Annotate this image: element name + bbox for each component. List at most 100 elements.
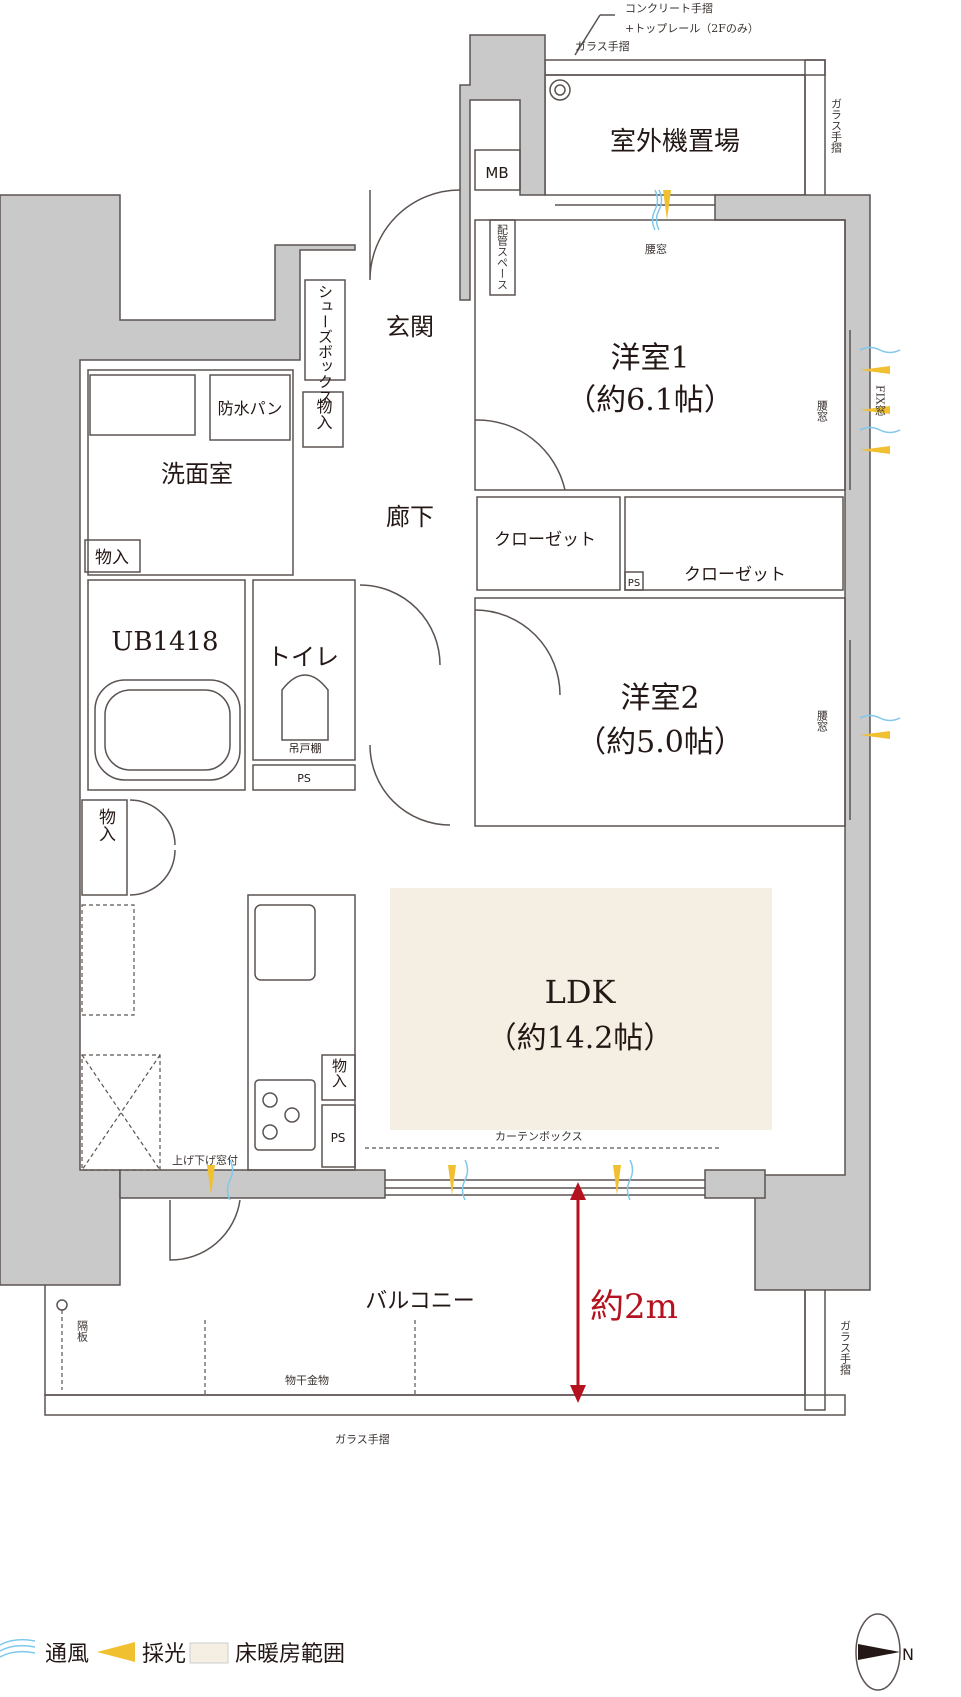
ps-kitchen [321, 1104, 356, 1168]
burner-icon [262, 1092, 278, 1108]
ldk-door[interactable] [369, 744, 451, 826]
balcony-label: バルコニー [365, 1289, 475, 1314]
stove-icon [254, 1079, 316, 1151]
partition-hinge [56, 1299, 68, 1311]
legend: 通風 採光 床暖房範囲 N [0, 1613, 914, 1691]
closet-b [624, 496, 844, 591]
western2-name: 洋室2 [620, 681, 699, 716]
storage-kitchen-label: 物入 [330, 1058, 348, 1088]
storage-hall [81, 799, 128, 896]
outdoor-rail-right [804, 59, 826, 211]
entrance-door[interactable] [369, 189, 461, 281]
toilet-label: トイレ [267, 643, 339, 671]
closet-b-label: クローゼット [684, 565, 786, 585]
fridge-space [81, 904, 135, 1016]
north-label: N [902, 1645, 914, 1664]
closet-a-label: クローゼット [494, 530, 596, 550]
storage-hall-door[interactable] [129, 849, 176, 896]
washer-cross [81, 1054, 161, 1171]
storage-entry [302, 391, 344, 448]
shoe-box-label: シューズボックス [316, 284, 334, 404]
wall-core [459, 34, 546, 301]
pipe-space-label: 配管スペース [496, 224, 509, 290]
burner-icon [262, 1124, 278, 1140]
glass-rail-bottom-label: ガラス手摺 [335, 1432, 390, 1446]
bathtub-icon [94, 679, 241, 781]
storage-kitchen [321, 1054, 356, 1101]
sink-icon [254, 904, 316, 981]
ps-toilet [252, 764, 356, 791]
concrete-rail-label: コンクリート手摺 [625, 1, 713, 15]
vanity [89, 374, 196, 436]
balcony-depth-arrow [570, 1182, 586, 1403]
sash-window-label: 上げ下げ窓付 [172, 1153, 238, 1167]
wall-left [0, 194, 356, 1286]
ps-small [624, 571, 644, 591]
legend-daylight: 採光 [142, 1642, 186, 1667]
storage-hall-label: 物入 [95, 808, 116, 842]
western1-door[interactable] [474, 419, 566, 491]
legend-ventilation: 通風 [45, 1642, 89, 1667]
ldk-name: LDK [545, 973, 617, 1011]
washroom-floor [87, 369, 294, 576]
western2-door[interactable] [474, 609, 561, 696]
toilet-floor [252, 579, 356, 761]
partition-label: 隔板 [76, 1320, 89, 1343]
entrance-label: 玄関 [386, 313, 434, 341]
ventilation-legend-icon [0, 1638, 36, 1658]
concrete-rail-label-2: +トップレール（2Fのみ） [625, 22, 759, 35]
ldk-size: （約14.2帖） [487, 1021, 674, 1056]
western2-floor [474, 597, 846, 827]
toilet-bowl-icon [281, 674, 329, 741]
ps-toilet-label: PS [297, 772, 311, 785]
floor-heating-legend-swatch [189, 1642, 229, 1664]
burner-icon [284, 1107, 300, 1123]
balcony-door[interactable] [169, 1199, 241, 1261]
wall-bottom-right [704, 1169, 766, 1199]
fix-window-label: FIX窓 [874, 385, 887, 416]
daylight-legend-icon [97, 1642, 135, 1662]
glass-rail-right-top-label: ガラス手摺 [830, 98, 843, 154]
floor-heating-area [390, 888, 772, 1130]
closet-a [476, 496, 621, 591]
ventilation-icon [226, 189, 901, 1201]
mb-label: MB [485, 164, 508, 182]
outdoor-rail [544, 59, 826, 76]
ps-kitchen-label: PS [331, 1131, 346, 1145]
clothes-hanger-label: 物干金物 [285, 1373, 329, 1387]
storage-wash [84, 539, 141, 573]
western1-name: 洋室1 [610, 341, 689, 376]
glass-rail-right-bottom-label: ガラス手摺 [839, 1320, 852, 1376]
ps-small-label: PS [628, 578, 640, 589]
western2-size: （約5.0帖） [576, 725, 744, 760]
western1-floor [474, 219, 846, 491]
toilet-door[interactable] [359, 584, 441, 666]
waist-window-top-label: 腰窓 [645, 242, 667, 256]
storage-hall-door[interactable] [129, 799, 176, 846]
curtain-box-label: カーテンボックス [495, 1130, 583, 1143]
drain-icon [549, 79, 571, 101]
bathtub-inner [104, 689, 231, 771]
wall-bottom [119, 1169, 386, 1199]
balcony-rail-right [804, 1269, 826, 1411]
leader-line [574, 14, 601, 56]
waterproof-pan [209, 374, 291, 441]
daylight-icon [207, 190, 890, 1195]
ub-label: UB1418 [111, 627, 218, 657]
storage-entry-label: 物入 [314, 398, 333, 430]
outdoor-unit-label: 室外機置場 [610, 127, 740, 157]
shoe-box [304, 279, 346, 381]
balcony-depth-label: 約2m [590, 1287, 678, 1327]
wall-cabinet-label: 吊戸棚 [289, 741, 322, 755]
western1-size: （約6.1帖） [566, 383, 734, 418]
hallway-label: 廊下 [386, 503, 434, 531]
compass-needle [858, 1644, 900, 1660]
legend-floor-heating: 床暖房範囲 [235, 1642, 345, 1667]
drain-inner [554, 84, 566, 96]
washer-space [81, 1054, 161, 1171]
washroom-label: 洗面室 [161, 460, 233, 488]
waterproof-pan-label: 防水パン [218, 399, 283, 418]
kitchen-counter [247, 894, 356, 1171]
glass-rail-top-label: ガラス手摺 [575, 39, 630, 53]
